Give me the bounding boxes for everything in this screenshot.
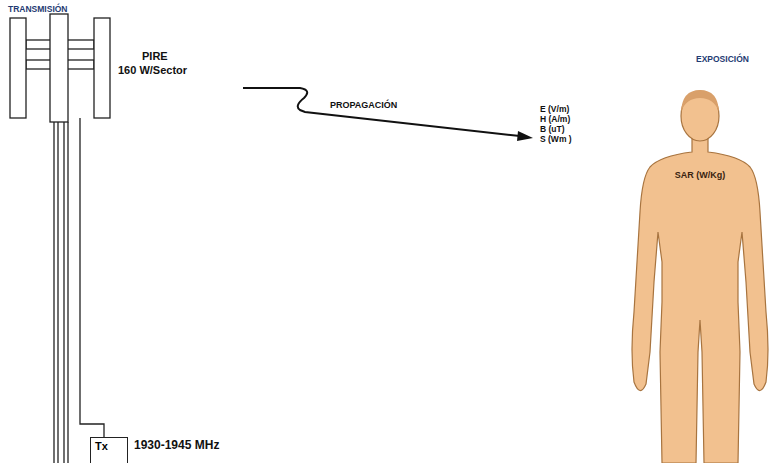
power-label: PIRE	[142, 50, 168, 62]
propagation-arrow	[243, 88, 533, 141]
body-outline	[618, 52, 782, 463]
human-figure: EXPOSICIÓN SAR (W/Kg)	[618, 52, 782, 463]
field-label: E (V/m)	[540, 104, 569, 114]
field-label: S (Wm )	[540, 134, 572, 144]
body-label: SAR (W/Kg)	[672, 170, 728, 181]
box-label: Tx	[91, 438, 127, 454]
field-label: H (A/m)	[540, 114, 570, 124]
section-heading: EXPOSICIÓN	[696, 54, 749, 64]
power-value: 160 W/Sector	[118, 64, 187, 76]
propagation-label: PROPAGACIÓN	[330, 100, 397, 110]
section-heading: TRANSMISIÓN	[8, 4, 68, 14]
field-label: B (uT)	[540, 124, 565, 134]
frequency-label: 1930-1945 MHz	[134, 438, 219, 452]
transmitter-box: Tx	[90, 437, 128, 463]
